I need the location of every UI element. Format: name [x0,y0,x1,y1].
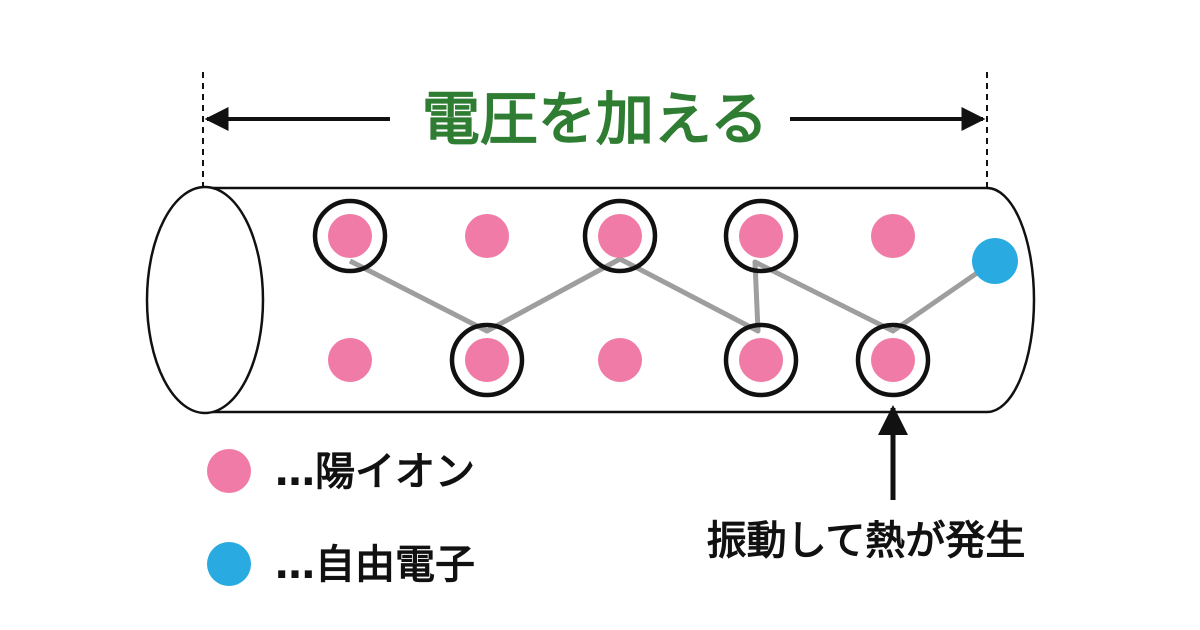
voltage-title: 電圧を加える [422,85,768,153]
legend-electron-label: …自由電子 [275,542,475,588]
heat-label: 振動して熱が発生 [707,518,1026,564]
vibration-ring [723,198,799,274]
ion [739,338,783,382]
ion [871,214,915,258]
legend-ion-label: …陽イオン [275,449,475,495]
ion [328,338,372,382]
ion [598,338,642,382]
ion [739,214,783,258]
vibration-ring [582,198,658,274]
ion [465,214,509,258]
ion [598,214,642,258]
ion [328,214,372,258]
vibration-ring [723,322,799,398]
ion [465,338,509,382]
ion [871,338,915,382]
legend-electron-swatch [207,542,251,586]
legend-ion-swatch [207,449,251,493]
vibration-ring [312,198,388,274]
vibration-ring [855,322,931,398]
conductor-end-face [145,185,265,415]
electron-path [348,256,979,334]
vibration-ring [449,322,525,398]
free-electron [972,238,1018,284]
conductor-body [203,186,1036,414]
